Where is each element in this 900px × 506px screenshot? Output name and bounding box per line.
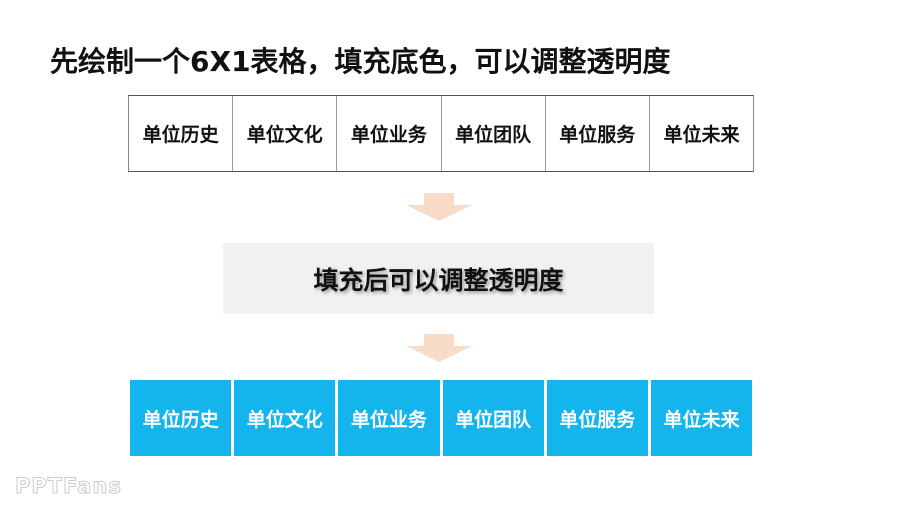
table-cell: 单位团队 (442, 96, 546, 171)
middle-label: 填充后可以调整透明度 (223, 243, 654, 314)
table-cell: 单位未来 (650, 380, 753, 456)
watermark-logo: PPTFans (15, 474, 122, 499)
slide-title: 先绘制一个6X1表格，填充底色，可以调整透明度 (50, 45, 671, 78)
down-arrow-icon (406, 334, 472, 362)
table-cell: 单位历史 (129, 96, 234, 171)
table-cell: 单位业务 (337, 96, 442, 171)
table-cell: 单位文化 (234, 380, 336, 456)
table-cell: 单位未来 (663, 124, 740, 146)
table-filled: 单位历史 单位文化 单位业务 单位团队 单位服务 单位未来 (130, 380, 753, 456)
table-unfilled: 单位历史 单位文化 单位业务 单位团队 单位服务 单位未来 (128, 95, 754, 172)
table-cell: 单位服务 (546, 380, 648, 456)
table-cell: 单位文化 (233, 96, 338, 171)
down-arrow-icon (406, 193, 472, 221)
table-cell: 单位业务 (338, 380, 440, 456)
table-cell: 单位历史 (130, 380, 232, 456)
table-cell: 单位团队 (442, 380, 544, 456)
table-cell: 单位服务 (546, 96, 650, 171)
